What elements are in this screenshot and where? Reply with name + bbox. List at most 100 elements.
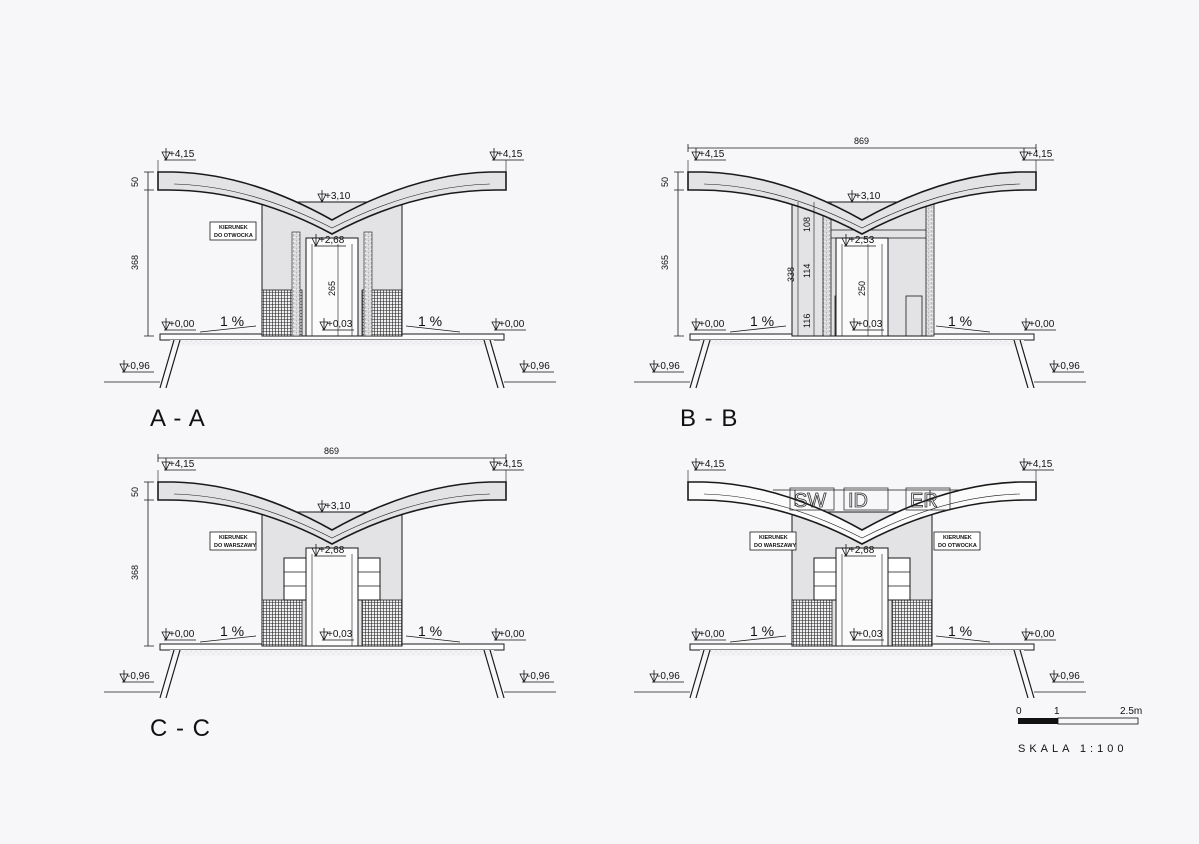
- sign-line1: KIERUNEK: [759, 535, 788, 541]
- foundation: [104, 643, 556, 699]
- level-top-right-marker: +4,15: [1019, 148, 1054, 161]
- section-b-b: 86950365250338108114116+4,15+4,15+3,10+2…: [634, 136, 1086, 432]
- scale-bar: 0 1 2.5m SKALA 1:100: [1016, 706, 1142, 755]
- scale-tick-0: 0: [1016, 706, 1022, 717]
- level-door: +2,53: [849, 235, 875, 246]
- level-top-right-marker: +4,15: [1019, 458, 1054, 471]
- level-ground-left-marker: +0,00: [691, 318, 726, 331]
- direction-sign: KIERUNEK DO OTWOCKA: [209, 221, 257, 241]
- level-base-right-marker: -0,96: [1049, 360, 1084, 373]
- level-base-left: -0,96: [657, 361, 680, 372]
- level-ground-left: +0,00: [169, 629, 195, 640]
- grille-right: [361, 599, 403, 647]
- level-base-left-marker: -0,96: [119, 360, 154, 373]
- level-ground-left: +0,00: [169, 319, 195, 330]
- direction-sign: KIERUNEK DO WARSZAWY: [749, 531, 796, 551]
- grille-right: [891, 599, 933, 647]
- level-top-right: +4,15: [1027, 149, 1053, 160]
- dimensions: [687, 470, 1037, 482]
- level-base-left: -0,96: [127, 671, 150, 682]
- level-ground-right: +0,00: [499, 629, 525, 640]
- window-left: [813, 557, 837, 601]
- roof-shell: [157, 171, 507, 235]
- roof-shell: [687, 481, 1037, 545]
- sign-line2: DO WARSZAWY: [754, 543, 796, 549]
- level-center-marker: +3,10: [317, 190, 352, 203]
- level-ground-right: +0,00: [499, 319, 525, 330]
- level-ground-left-marker: +0,00: [691, 628, 726, 641]
- level-base-right-marker: -0,96: [519, 360, 554, 373]
- level-floor-marker: +0,03: [849, 318, 884, 331]
- level-base-left: -0,96: [657, 671, 680, 682]
- window-right: [357, 557, 381, 601]
- level-floor: +0,03: [857, 319, 883, 330]
- level-base-right-marker: -0,96: [1049, 670, 1084, 683]
- section-title: A - A: [150, 405, 206, 432]
- slope-right: 1 %: [418, 623, 442, 639]
- level-floor: +0,03: [857, 629, 883, 640]
- facade-letter: ID: [848, 490, 868, 512]
- window-left: [283, 557, 307, 601]
- level-ground-right-marker: +0,00: [491, 628, 526, 641]
- door-opening: [835, 547, 889, 647]
- level-base-right: -0,96: [527, 671, 550, 682]
- roof-shell: [687, 171, 1037, 235]
- level-floor-marker: +0,03: [319, 318, 354, 331]
- slope-right: 1 %: [948, 313, 972, 329]
- level-ground-left: +0,00: [699, 319, 725, 330]
- level-base-right: -0,96: [1057, 361, 1080, 372]
- level-ground-right-marker: +0,00: [1021, 318, 1056, 331]
- roof-shell: [157, 481, 507, 545]
- level-top-left: +4,15: [699, 459, 725, 470]
- facade-letter: SW: [794, 490, 826, 512]
- sign-line1: KIERUNEK: [219, 535, 248, 541]
- level-top-right-marker: +4,15: [489, 148, 524, 161]
- level-floor: +0,03: [327, 319, 353, 330]
- sign-line1: KIERUNEK: [219, 225, 248, 231]
- level-base-right: -0,96: [527, 361, 550, 372]
- door-opening: [305, 547, 359, 647]
- level-top-left-marker: +4,15: [161, 458, 196, 471]
- sign-line1: KIERUNEK: [943, 535, 972, 541]
- scale-tick-1: 1: [1054, 706, 1060, 717]
- facade-lettering: SW ID ER: [773, 487, 960, 512]
- roof-dimension: 50: [130, 487, 140, 497]
- door-dimension: 250: [857, 281, 867, 296]
- level-top-right-marker: +4,15: [489, 458, 524, 471]
- slope-left: 1 %: [750, 313, 774, 329]
- wall-mid-dim: 114: [802, 264, 812, 278]
- sign-line2: DO OTWOCKA: [214, 233, 253, 239]
- level-base-right-marker: -0,96: [519, 670, 554, 683]
- level-top-left-marker: +4,15: [691, 458, 726, 471]
- level-base-left: -0,96: [127, 361, 150, 372]
- level-top-right: +4,15: [497, 149, 523, 160]
- level-door-marker: +2,68: [311, 544, 346, 557]
- section-title: C - C: [150, 715, 211, 742]
- level-center-marker: +3,10: [317, 500, 352, 513]
- level-center: +3,10: [855, 191, 881, 202]
- grille-left: [261, 599, 303, 647]
- width-dimension: 869: [854, 136, 869, 146]
- slope-right: 1 %: [948, 623, 972, 639]
- level-base-left-marker: -0,96: [119, 670, 154, 683]
- wall-top-dim: 108: [802, 217, 812, 232]
- level-door: +2,68: [319, 235, 345, 246]
- level-door: +2,68: [849, 545, 875, 556]
- level-door: +2,68: [319, 545, 345, 556]
- wall-low-dim: 116: [802, 314, 812, 328]
- floor-slopes: 1 %1 %: [199, 313, 461, 333]
- facade-letter: ER: [910, 490, 938, 512]
- slope-left: 1 %: [750, 623, 774, 639]
- level-ground-left: +0,00: [699, 629, 725, 640]
- level-ground-right-marker: +0,00: [491, 318, 526, 331]
- wall-total-dim: 338: [786, 267, 796, 282]
- height-dimension: 368: [130, 565, 140, 580]
